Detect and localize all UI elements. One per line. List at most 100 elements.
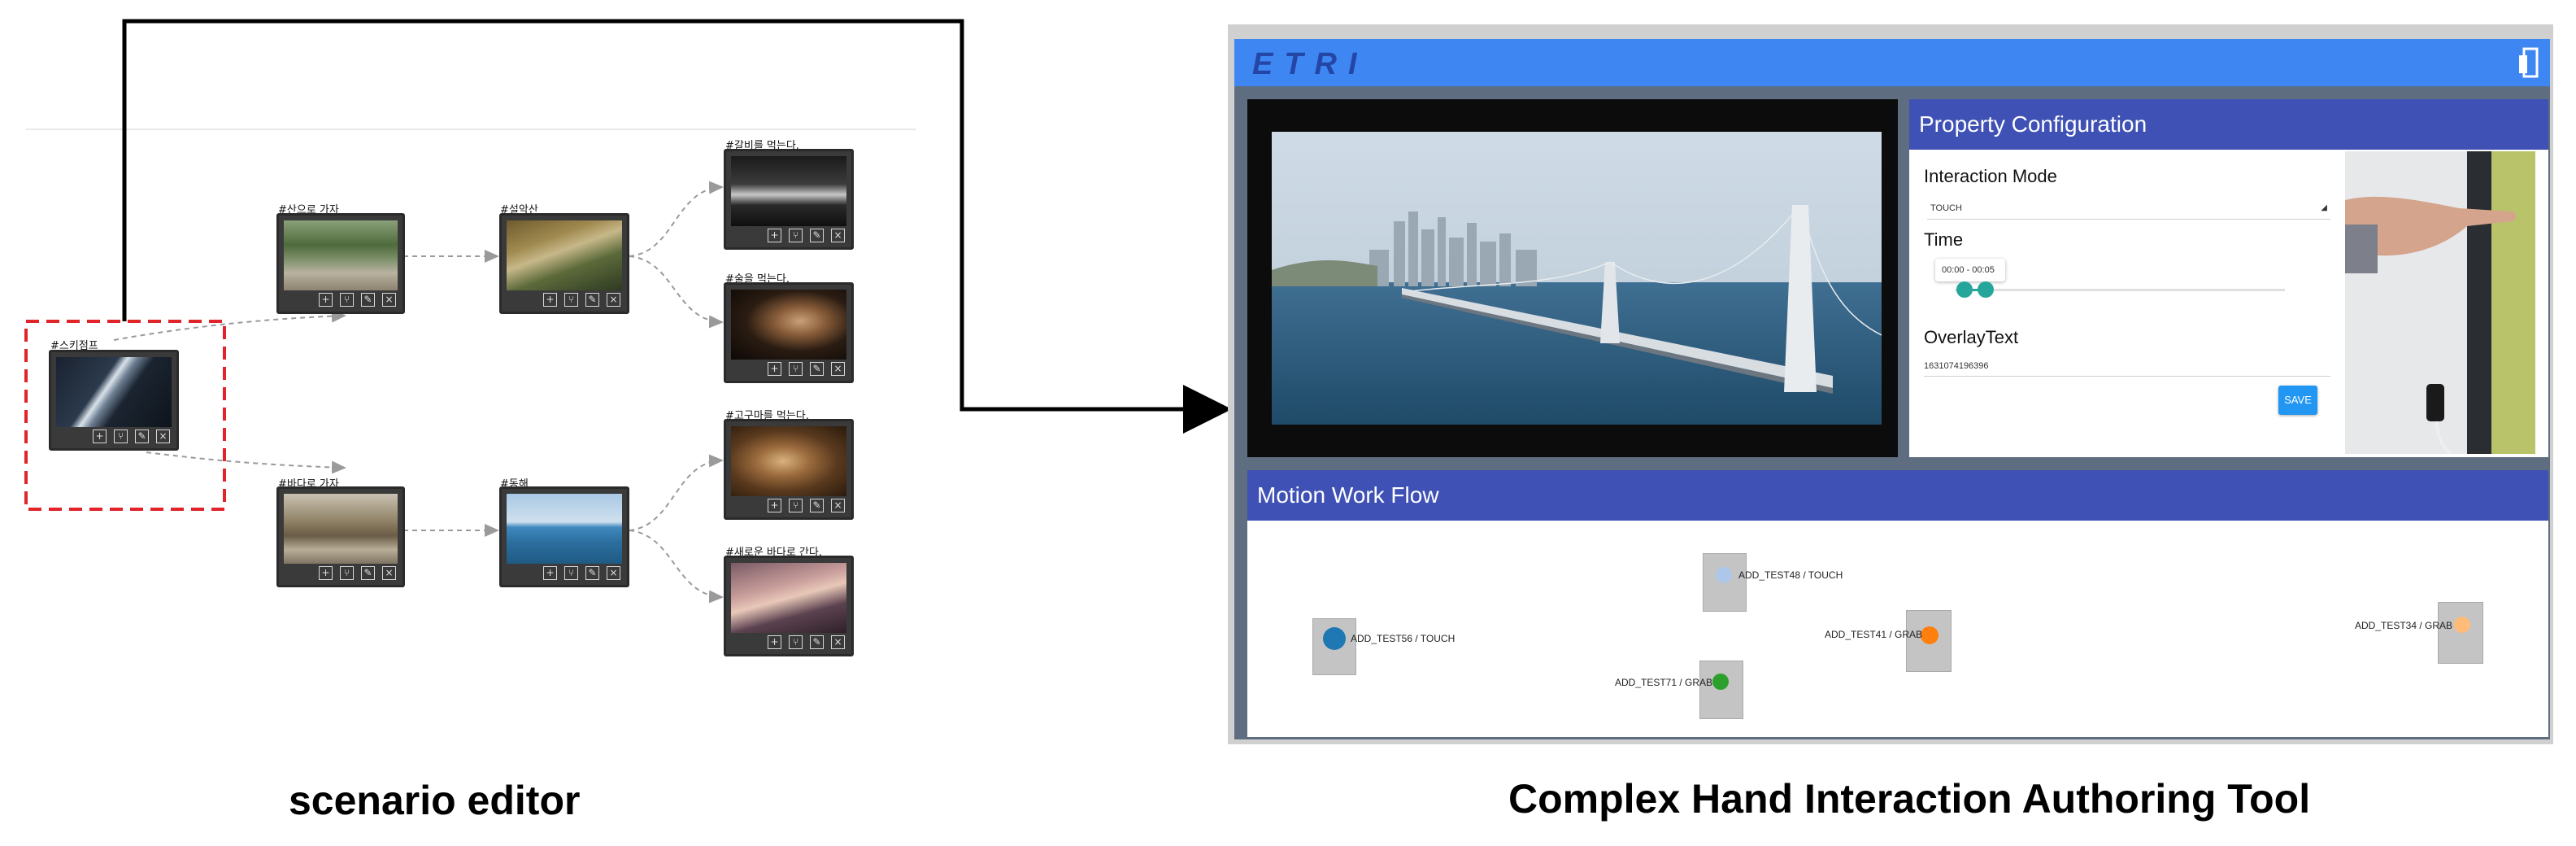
goguma-thumbnail [731, 426, 846, 496]
edit-icon[interactable]: ✎ [810, 635, 824, 649]
time-range-value: 00:00 - 00:05 [1942, 265, 1995, 275]
add-icon[interactable]: + [543, 566, 557, 580]
branch-icon[interactable]: ⑂ [789, 635, 803, 649]
scenario-node-donghae[interactable]: + ⑂ ✎ × [499, 486, 629, 587]
delete-icon[interactable]: × [831, 635, 845, 649]
branch-icon[interactable]: ⑂ [114, 430, 128, 443]
link-arrow [122, 19, 1232, 434]
interaction-mode-select[interactable]: TOUCH ◢ [1927, 198, 2330, 220]
scenario-node-mountain[interactable]: + ⑂ ✎ × [276, 213, 405, 314]
hand-photo [2345, 151, 2535, 454]
overlay-text-label: OverlayText [1924, 327, 2019, 347]
scenario-node-new-sea[interactable]: + ⑂ ✎ × [724, 556, 854, 656]
edit-icon[interactable]: ✎ [585, 566, 599, 580]
edit-icon[interactable]: ✎ [810, 362, 824, 376]
hand-gesture-image [2345, 151, 2535, 454]
motion-workflow-title: Motion Work Flow [1247, 470, 2548, 521]
branch-icon[interactable]: ⑂ [340, 566, 354, 580]
delete-icon[interactable]: × [382, 293, 396, 307]
wf-dot-test48 [1716, 567, 1732, 583]
wf-label-test34: ADD_TEST34 / GRAB [2355, 620, 2453, 631]
mode-underline [1927, 219, 2330, 220]
edit-icon[interactable]: ✎ [361, 293, 375, 307]
edge-donghae-newsea [629, 530, 724, 604]
add-icon[interactable]: + [768, 362, 781, 376]
wf-node-test71[interactable] [1699, 661, 1743, 719]
wf-label-test41: ADD_TEST41 / GRAB [1825, 629, 1923, 640]
scenario-editor-caption: scenario editor [289, 778, 581, 823]
node-label-ski-jump: #스키점프 [50, 340, 98, 352]
delete-icon[interactable]: × [607, 293, 620, 307]
branch-icon[interactable]: ⑂ [340, 293, 354, 307]
add-icon[interactable]: + [319, 293, 333, 307]
add-icon[interactable]: + [543, 293, 557, 307]
galbi-thumbnail [731, 156, 846, 226]
delete-icon[interactable]: × [831, 499, 845, 512]
video-preview[interactable] [1247, 99, 1898, 457]
overlay-text-value: 1631074196396 [1924, 361, 1989, 371]
branch-icon[interactable]: ⑂ [789, 499, 803, 512]
scenario-node-seorak[interactable]: + ⑂ ✎ × [499, 213, 629, 314]
ski-jump-thumbnail [56, 357, 172, 427]
overlay-text-input[interactable]: 1631074196396 [1924, 358, 2330, 379]
time-slider-track[interactable] [1955, 289, 2285, 291]
edge-seorak-galbi [629, 181, 724, 257]
add-icon[interactable]: + [768, 229, 781, 242]
branch-icon[interactable]: ⑂ [789, 362, 803, 376]
time-label: Time [1924, 229, 1964, 250]
editor-divider [26, 129, 916, 130]
edit-icon[interactable]: ✎ [135, 430, 149, 443]
tool-topbar [1234, 39, 2550, 86]
branch-icon[interactable]: ⑂ [564, 293, 578, 307]
add-icon[interactable]: + [319, 566, 333, 580]
delete-icon[interactable]: × [156, 430, 170, 443]
exit-icon[interactable] [2517, 47, 2540, 78]
wf-label-test71: ADD_TEST71 / GRAB [1615, 677, 1713, 688]
time-slider-range [1963, 289, 1984, 291]
time-slider-start-handle[interactable] [1956, 281, 1973, 298]
wf-label-test56: ADD_TEST56 / TOUCH [1351, 633, 1456, 644]
seorak-thumbnail [507, 220, 622, 290]
sul-thumbnail [731, 290, 846, 360]
edit-icon[interactable]: ✎ [585, 293, 599, 307]
scenario-node-sul[interactable]: + ⑂ ✎ × [724, 282, 854, 383]
scenario-node-goguma[interactable]: + ⑂ ✎ × [724, 419, 854, 520]
selected-node-highlight [24, 320, 226, 511]
mountain-thumbnail [284, 220, 398, 290]
scenario-node-galbi[interactable]: + ⑂ ✎ × [724, 149, 854, 250]
wf-label-test48: ADD_TEST48 / TOUCH [1738, 569, 1843, 581]
dropdown-arrow-icon: ◢ [2321, 203, 2327, 212]
delete-icon[interactable]: × [831, 229, 845, 242]
authoring-tool-caption: Complex Hand Interaction Authoring Tool [1508, 776, 2311, 822]
edge-ski-mountain [113, 309, 346, 341]
edit-icon[interactable]: ✎ [361, 566, 375, 580]
edit-icon[interactable]: ✎ [810, 229, 824, 242]
branch-icon[interactable]: ⑂ [789, 229, 803, 242]
edit-icon[interactable]: ✎ [810, 499, 824, 512]
branch-icon[interactable]: ⑂ [564, 566, 578, 580]
add-icon[interactable]: + [768, 635, 781, 649]
edge-donghae-goguma [629, 454, 724, 531]
bridge-video-frame [1272, 132, 1882, 425]
wf-dot-test56 [1323, 627, 1346, 650]
edge-seorak-sul [629, 255, 724, 329]
wf-dot-test34 [2454, 617, 2470, 633]
scenario-node-sea[interactable]: + ⑂ ✎ × [276, 486, 405, 587]
add-icon[interactable]: + [768, 499, 781, 512]
add-icon[interactable]: + [93, 430, 107, 443]
property-panel-title: Property Configuration [1909, 99, 2548, 150]
delete-icon[interactable]: × [831, 362, 845, 376]
delete-icon[interactable]: × [382, 566, 396, 580]
sea-thumbnail [284, 494, 398, 564]
wf-node-test48[interactable] [1703, 553, 1747, 612]
delete-icon[interactable]: × [607, 566, 620, 580]
wf-node-test34[interactable] [2438, 602, 2483, 664]
overlay-underline [1924, 376, 2330, 377]
interaction-mode-value: TOUCH [1930, 203, 1962, 213]
time-slider-end-handle[interactable] [1978, 281, 1994, 298]
wf-dot-test41 [1921, 626, 1939, 644]
new-sea-thumbnail [731, 563, 846, 633]
scenario-node-ski-jump[interactable]: + ⑂ ✎ × [49, 350, 179, 451]
save-button[interactable]: SAVE [2278, 386, 2317, 415]
etri-logo: ETRI [1252, 47, 1368, 81]
